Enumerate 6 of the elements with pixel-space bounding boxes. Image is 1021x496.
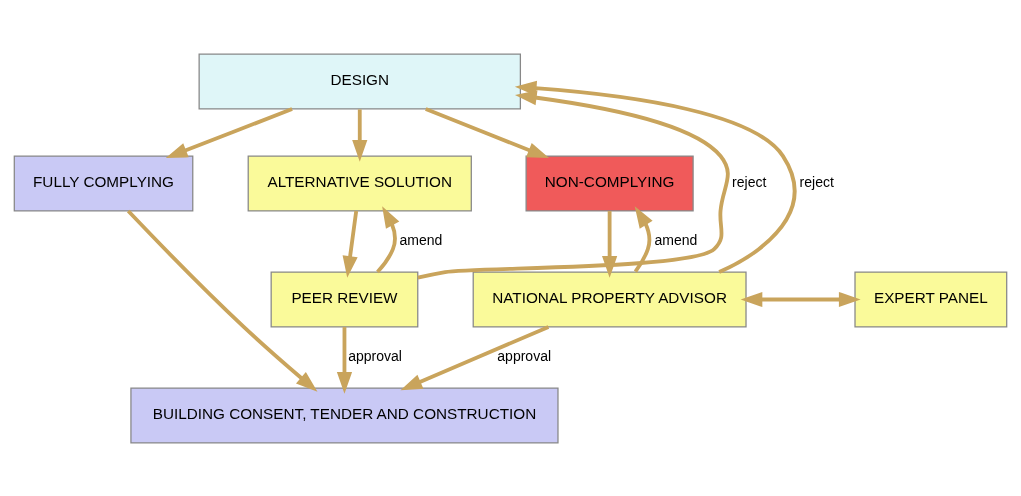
edge-label: reject xyxy=(732,173,767,190)
edge-label: approval xyxy=(348,347,402,364)
edge-label: reject xyxy=(799,173,834,190)
edge-label: approval xyxy=(497,347,552,364)
edge-label: amend xyxy=(399,231,443,248)
edge-label: amend xyxy=(654,231,698,248)
